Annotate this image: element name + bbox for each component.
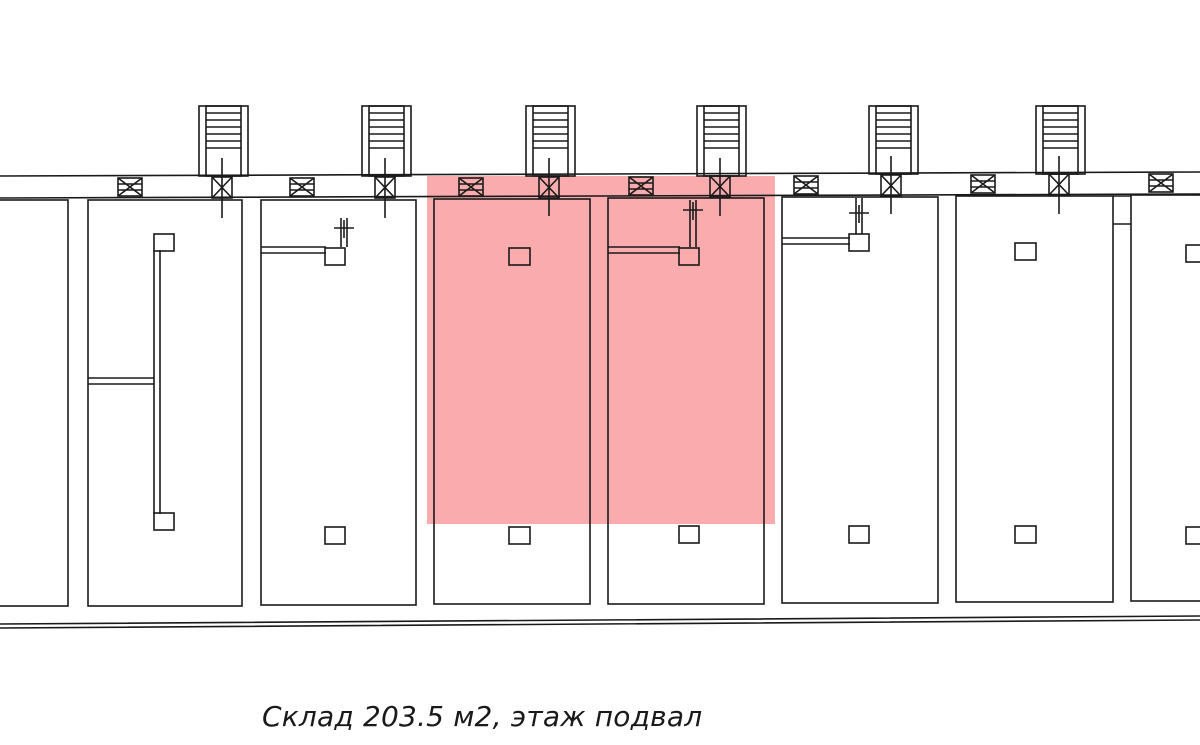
- column: [508, 247, 531, 266]
- selected-area-highlight: [427, 176, 775, 524]
- partition-unit-2: [261, 218, 348, 254]
- partition-unit-5: [782, 198, 863, 245]
- column: [324, 247, 346, 266]
- door-icon: [1048, 156, 1070, 214]
- doors: [211, 156, 1070, 218]
- door-icon: [211, 158, 233, 218]
- staircase-icon: [198, 105, 249, 177]
- column: [1014, 525, 1037, 544]
- column: [508, 526, 531, 545]
- valve-icon: [628, 176, 654, 196]
- door-icon: [538, 158, 560, 216]
- unit-6: [955, 195, 1114, 603]
- valve-icon: [458, 177, 484, 197]
- staircase-icon: [361, 105, 412, 177]
- partition-unit-1: [88, 250, 161, 514]
- unit-5: [781, 196, 939, 604]
- unit-2: [260, 199, 417, 606]
- column: [848, 233, 870, 252]
- partition-unit-6: [1113, 195, 1131, 225]
- column: [848, 525, 870, 544]
- corridor-bottom-wall: [0, 193, 1200, 199]
- column: [678, 525, 700, 544]
- outer-wall-bottom: [0, 615, 1200, 629]
- cross-marker-icon: [683, 202, 703, 220]
- staircases: [198, 105, 1086, 177]
- cross-marker-icon: [334, 220, 354, 238]
- staircase-icon: [525, 105, 576, 177]
- column: [324, 526, 346, 545]
- valve-icon: [793, 175, 819, 195]
- staircase-icon: [696, 105, 747, 177]
- columns: [153, 233, 1200, 545]
- column: [678, 247, 700, 266]
- valve-icon: [970, 174, 996, 194]
- unit-3: [433, 198, 591, 605]
- unit-1: [87, 199, 243, 607]
- unit-0: [0, 199, 69, 607]
- unit-7: [1130, 194, 1200, 602]
- door-icon: [374, 158, 396, 218]
- cross-marker-icon: [849, 205, 869, 223]
- staircase-icon: [1035, 105, 1086, 175]
- column: [153, 512, 175, 531]
- partition-unit-4: [608, 200, 697, 254]
- corridor-top-wall: [0, 171, 1200, 177]
- valve-icon: [117, 177, 143, 197]
- column: [1185, 244, 1200, 263]
- staircase-icon: [868, 105, 919, 175]
- column: [1014, 242, 1037, 261]
- plan-caption: Склад 203.5 м2, этаж подвал: [262, 700, 703, 733]
- valve-icon: [289, 177, 315, 197]
- corridor-valves: [117, 173, 1174, 197]
- unit-4: [607, 197, 765, 605]
- column: [153, 233, 175, 252]
- door-icon: [880, 156, 902, 214]
- column: [1185, 526, 1200, 545]
- valve-icon: [1148, 173, 1174, 193]
